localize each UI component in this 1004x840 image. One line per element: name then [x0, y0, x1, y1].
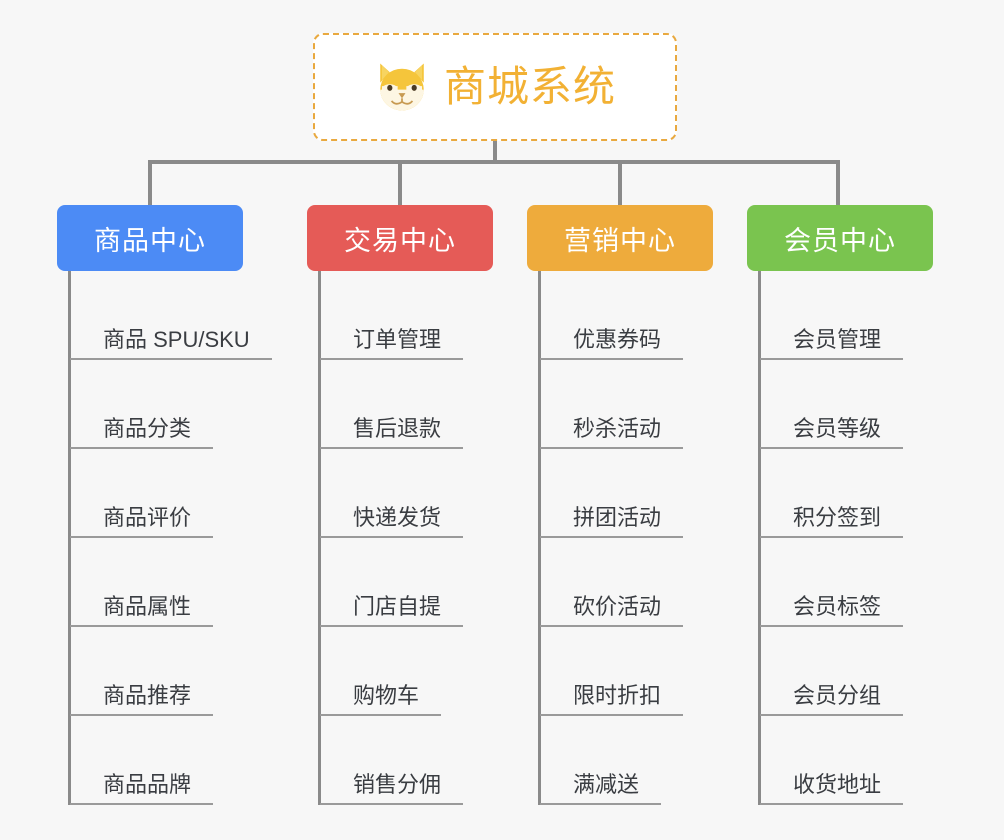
list-item[interactable]: 商品推荐 [57, 627, 243, 716]
branch-items-member-center: 会员管理 会员等级 积分签到 会员标签 会员分组 收货地址 [747, 271, 933, 805]
list-item[interactable]: 会员标签 [747, 538, 933, 627]
list-item[interactable]: 商品评价 [57, 449, 243, 538]
connector-drop-1 [148, 160, 152, 206]
branch-trunk-line [758, 271, 761, 805]
root-node[interactable]: 商城系统 [313, 33, 677, 141]
list-item[interactable]: 拼团活动 [527, 449, 713, 538]
list-item[interactable]: 商品分类 [57, 360, 243, 449]
list-item-label: 满减送 [540, 771, 662, 805]
list-item-label: 会员等级 [760, 415, 904, 449]
connector-drop-4 [836, 160, 840, 206]
list-item[interactable]: 销售分佣 [307, 716, 493, 805]
list-item[interactable]: 快递发货 [307, 449, 493, 538]
list-item-label: 销售分佣 [320, 771, 464, 805]
list-item-label: 商品评价 [70, 504, 214, 538]
list-item-label: 商品推荐 [70, 682, 214, 716]
branch-header-product-center[interactable]: 商品中心 [57, 205, 243, 271]
list-item-label: 收货地址 [760, 771, 904, 805]
branch-header-trade-center[interactable]: 交易中心 [307, 205, 493, 271]
root-title: 商城系统 [443, 63, 616, 110]
list-item[interactable]: 商品品牌 [57, 716, 243, 805]
list-item[interactable]: 购物车 [307, 627, 493, 716]
list-item-label: 会员管理 [760, 326, 904, 360]
list-item[interactable]: 砍价活动 [527, 538, 713, 627]
list-item[interactable]: 限时折扣 [527, 627, 713, 716]
branch-header-label: 商品中心 [94, 225, 206, 256]
branch-member-center: 会员中心 会员管理 会员等级 积分签到 会员标签 会员分组 收货地址 [747, 205, 933, 805]
branch-header-label: 会员中心 [784, 225, 896, 256]
list-item-label: 订单管理 [320, 326, 464, 360]
list-item-label: 优惠券码 [540, 326, 684, 360]
branch-header-label: 营销中心 [564, 225, 676, 256]
connector-root-stem [493, 141, 497, 163]
list-item-label: 快递发货 [320, 504, 464, 538]
list-item[interactable]: 订单管理 [307, 271, 493, 360]
branch-trade-center: 交易中心 订单管理 售后退款 快递发货 门店自提 购物车 销售分佣 [307, 205, 493, 805]
list-item[interactable]: 会员等级 [747, 360, 933, 449]
branch-items-product-center: 商品 SPU/SKU 商品分类 商品评价 商品属性 商品推荐 商品品牌 [57, 271, 272, 805]
list-item-label: 限时折扣 [540, 682, 684, 716]
list-item-label: 商品品牌 [70, 771, 214, 805]
branch-items-marketing-center: 优惠券码 秒杀活动 拼团活动 砍价活动 限时折扣 满减送 [527, 271, 713, 805]
list-item[interactable]: 满减送 [527, 716, 713, 805]
connector-drop-2 [398, 160, 402, 206]
list-item-label: 商品属性 [70, 593, 214, 627]
branch-trunk-line [318, 271, 321, 805]
list-item-label: 砍价活动 [540, 593, 684, 627]
list-item-label: 会员标签 [760, 593, 904, 627]
branch-product-center: 商品中心 商品 SPU/SKU 商品分类 商品评价 商品属性 商品推荐 商品品牌 [57, 205, 272, 805]
list-item-label: 拼团活动 [540, 504, 684, 538]
list-item[interactable]: 秒杀活动 [527, 360, 713, 449]
shiba-dog-face-icon [380, 63, 424, 111]
list-item[interactable]: 会员分组 [747, 627, 933, 716]
list-item[interactable]: 优惠券码 [527, 271, 713, 360]
branch-header-marketing-center[interactable]: 营销中心 [527, 205, 713, 271]
branch-marketing-center: 营销中心 优惠券码 秒杀活动 拼团活动 砍价活动 限时折扣 满减送 [527, 205, 713, 805]
branch-header-member-center[interactable]: 会员中心 [747, 205, 933, 271]
list-item-label: 售后退款 [320, 415, 464, 449]
list-item[interactable]: 售后退款 [307, 360, 493, 449]
list-item-label: 购物车 [320, 682, 442, 716]
list-item[interactable]: 商品 SPU/SKU [57, 271, 272, 360]
list-item[interactable]: 会员管理 [747, 271, 933, 360]
branch-items-trade-center: 订单管理 售后退款 快递发货 门店自提 购物车 销售分佣 [307, 271, 493, 805]
list-item-label: 会员分组 [760, 682, 904, 716]
list-item-label: 商品 SPU/SKU [70, 326, 272, 360]
list-item-label: 积分签到 [760, 504, 904, 538]
list-item[interactable]: 收货地址 [747, 716, 933, 805]
list-item[interactable]: 积分签到 [747, 449, 933, 538]
list-item[interactable]: 门店自提 [307, 538, 493, 627]
list-item-label: 商品分类 [70, 415, 214, 449]
connector-horizontal-bus [148, 160, 840, 164]
branch-header-label: 交易中心 [344, 225, 456, 256]
branch-trunk-line [538, 271, 541, 805]
list-item-label: 秒杀活动 [540, 415, 684, 449]
branch-trunk-line [68, 271, 71, 805]
list-item-label: 门店自提 [320, 593, 464, 627]
list-item[interactable]: 商品属性 [57, 538, 243, 627]
connector-drop-3 [618, 160, 622, 206]
